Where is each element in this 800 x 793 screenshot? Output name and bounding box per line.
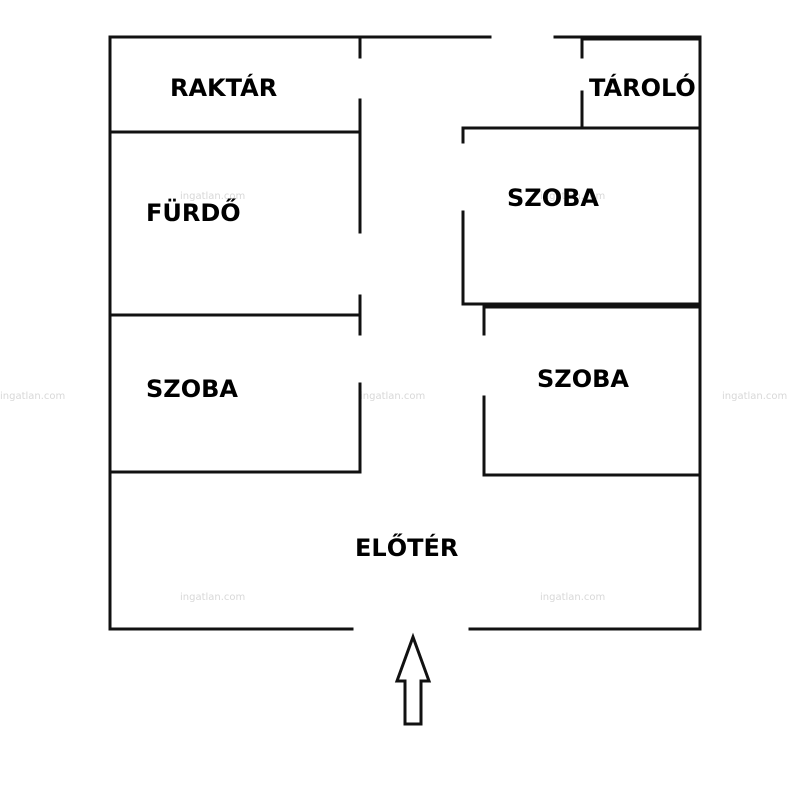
watermark-upper-right: ingatlan.com [540, 191, 605, 202]
room-label-eloter: ELŐTÉR [355, 532, 458, 562]
walls [108, 35, 702, 631]
watermark-left: ingatlan.com [0, 391, 65, 402]
watermark-right: ingatlan.com [722, 391, 787, 402]
room-label-tarolo: TÁROLÓ [589, 72, 696, 102]
watermark-upper-left: ingatlan.com [180, 191, 245, 202]
room-label-szoba-right-bottom: SZOBA [537, 365, 629, 393]
watermarks: ingatlan.com ingatlan.com ingatlan.com i… [0, 191, 787, 603]
watermark-lower-right: ingatlan.com [540, 592, 605, 603]
room-label-szoba-right-top: SZOBA [507, 184, 599, 212]
watermark-lower-left: ingatlan.com [180, 592, 245, 603]
room-label-szoba-left: SZOBA [146, 375, 238, 403]
room-label-raktar: RAKTÁR [170, 73, 277, 102]
watermark-center: ingatlan.com [360, 391, 425, 402]
room-labels: RAKTÁR TÁROLÓ FÜRDŐ SZOBA SZOBA SZOBA EL… [146, 72, 696, 562]
room-label-furdo: FÜRDŐ [146, 197, 241, 227]
entrance-arrow-icon [394, 632, 432, 726]
